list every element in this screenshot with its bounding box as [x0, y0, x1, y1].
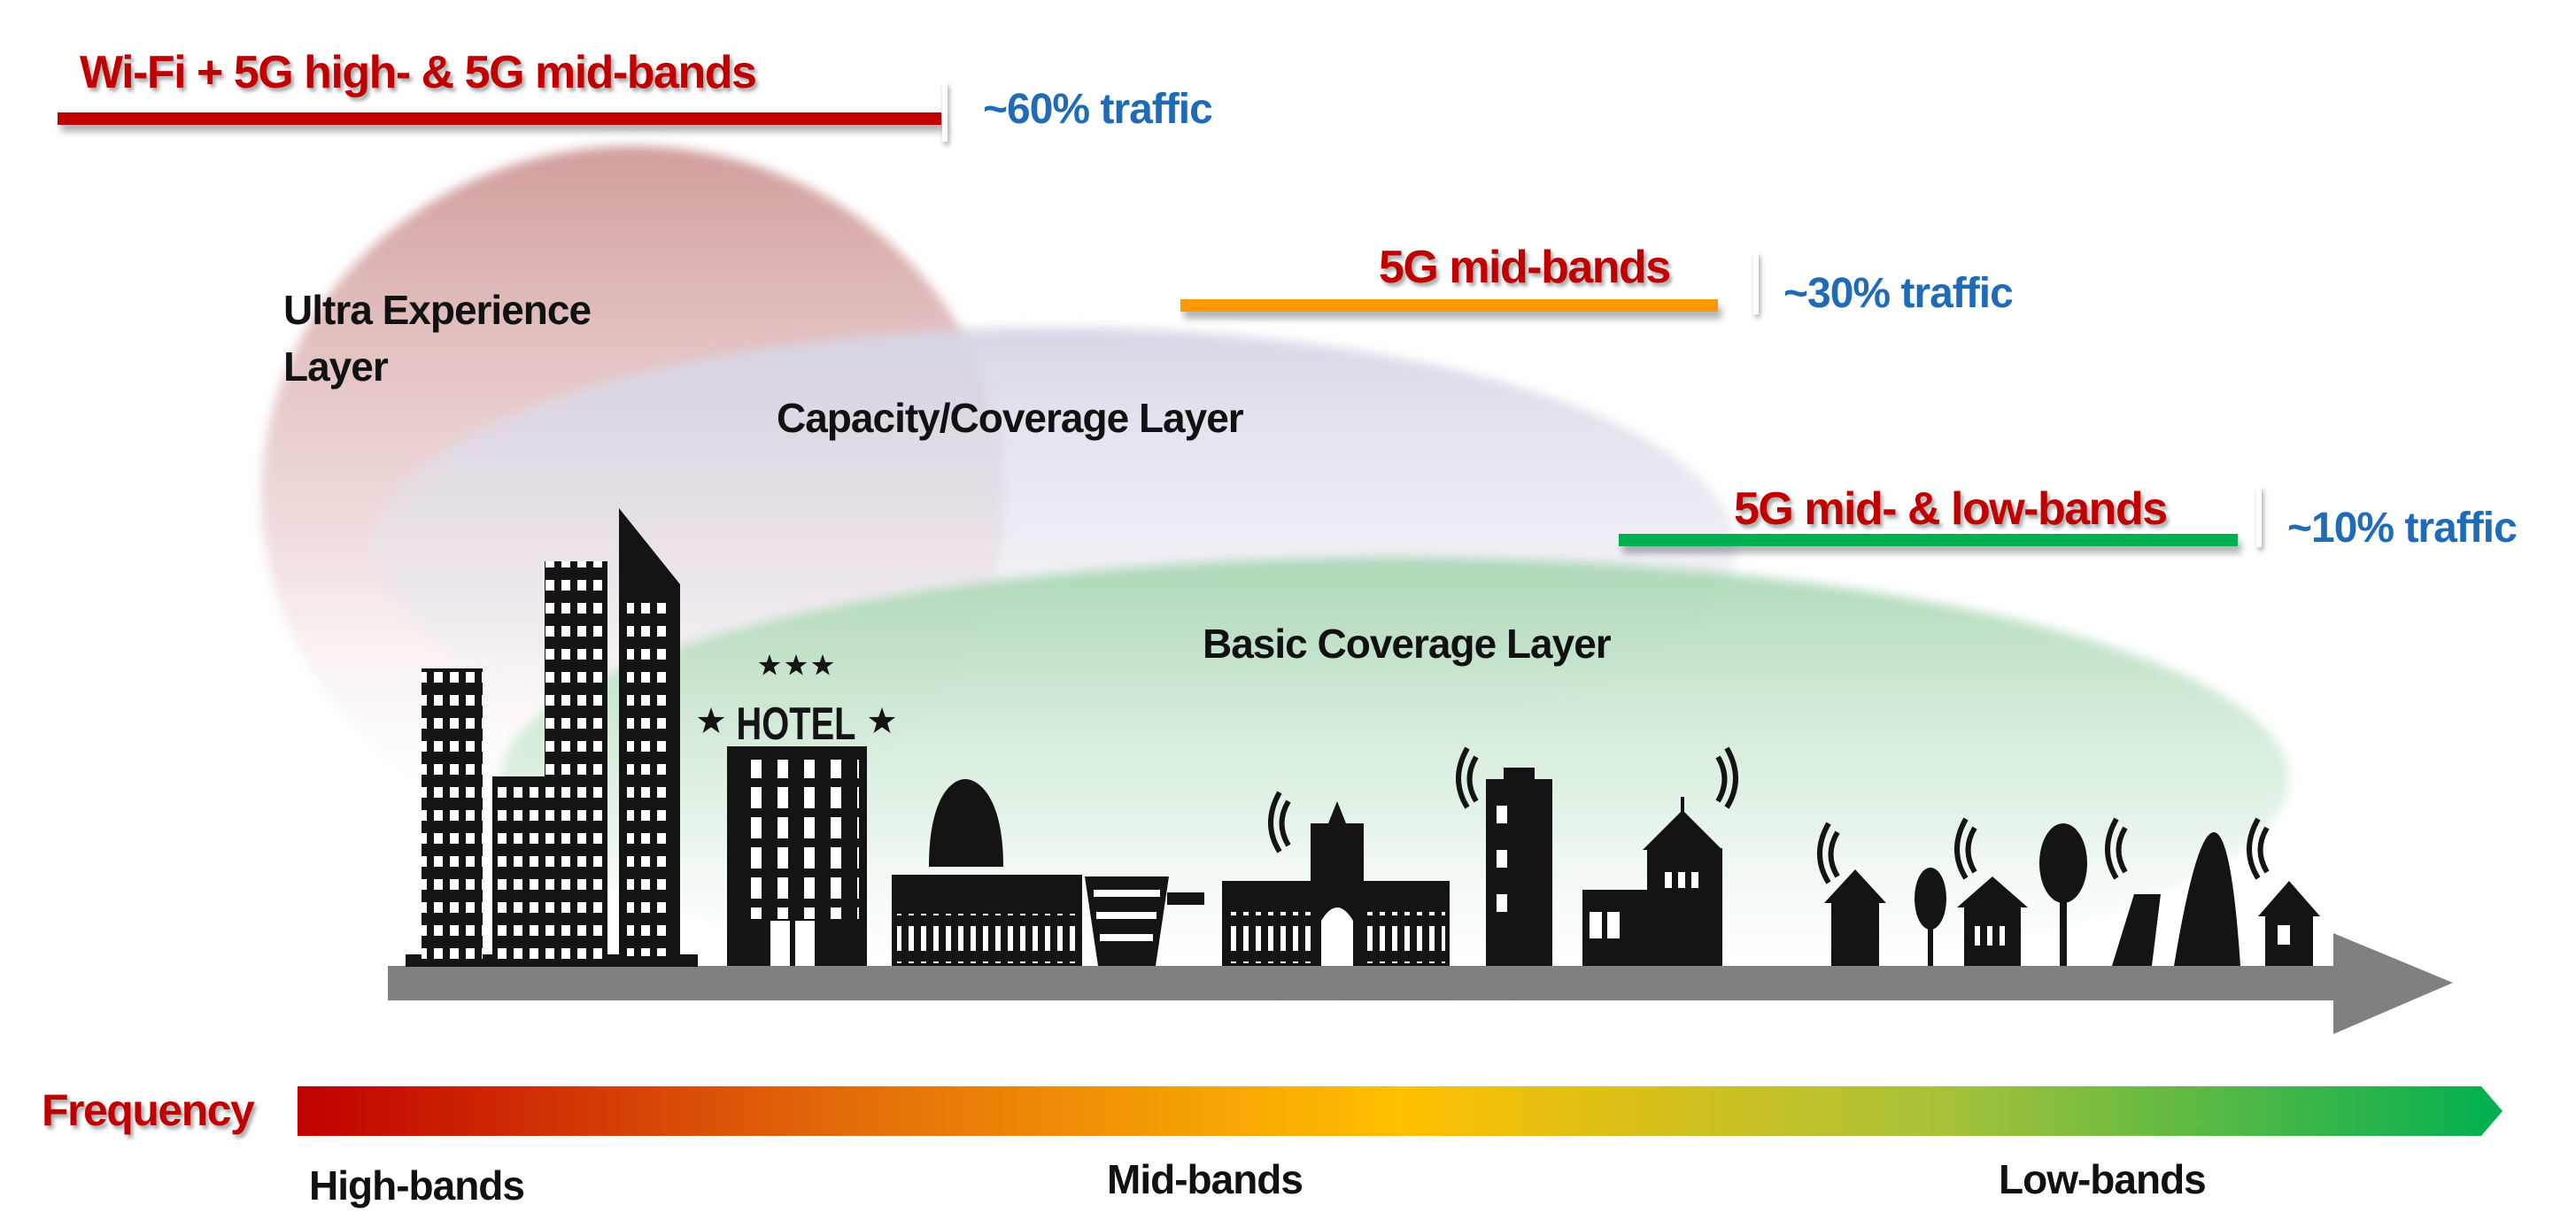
capacity-bands-tick: [1753, 252, 1759, 314]
ultra-layer-label: Ultra Experience Layer: [283, 282, 592, 395]
capacity-bands-label: 5G mid-bands: [1379, 242, 1671, 293]
church-house-icon: [1582, 797, 1722, 966]
low-bands-label: Low-bands: [1999, 1156, 2207, 1202]
basic-layer-label: Basic Coverage Layer: [1203, 621, 1612, 667]
houses-and-trees-icon: [1824, 823, 2320, 966]
ultra-bands-tick: [942, 82, 948, 142]
basic-bands-label: 5G mid- & low-bands: [1734, 483, 2168, 535]
frequency-gradient-arrow: [298, 1086, 2503, 1136]
ground-arrow: [388, 933, 2453, 1034]
ultra-bands-bar: [58, 112, 941, 125]
domed-building-icon: [892, 779, 1082, 966]
shopping-cart-icon: [1085, 876, 1204, 966]
frequency-title: Frequency: [42, 1085, 255, 1135]
palace-arch-icon: [1222, 801, 1450, 966]
ultra-layer-label-line1: Ultra Experience: [283, 287, 592, 333]
hotel-sign: HOTEL: [737, 699, 856, 750]
capacity-traffic-label: ~30% traffic: [1783, 270, 2014, 317]
high-bands-label: High-bands: [309, 1162, 525, 1208]
skyscrapers-icon: [406, 508, 698, 967]
basic-bands-bar: [1619, 534, 2238, 546]
ultra-bands-label: Wi-Fi + 5G high- & 5G mid-bands: [80, 47, 757, 98]
narrow-tower-icon: [1486, 768, 1552, 966]
basic-bands-tick: [2256, 487, 2262, 547]
capacity-layer-label: Capacity/Coverage Layer: [777, 395, 1244, 441]
ultra-traffic-label: ~60% traffic: [983, 86, 1213, 133]
hotel-icon: HOTEL: [697, 654, 896, 966]
ultra-layer-label-line2: Layer: [283, 344, 389, 390]
mid-bands-label: Mid-bands: [1107, 1156, 1303, 1202]
capacity-bands-bar: [1180, 299, 1718, 312]
wifi-signal-icons: [1268, 746, 2270, 884]
basic-traffic-label: ~10% traffic: [2287, 505, 2518, 552]
